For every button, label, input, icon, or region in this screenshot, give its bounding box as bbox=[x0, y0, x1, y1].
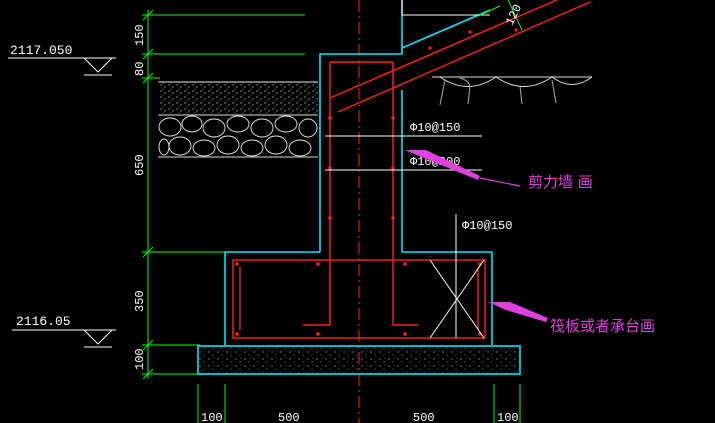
dim-150: 150 bbox=[133, 24, 147, 46]
annotation-arrow-raft bbox=[488, 302, 548, 322]
hdim-500-right: 500 bbox=[413, 411, 435, 423]
slope-dim: 120 bbox=[503, 2, 525, 28]
level-top-label: 2117.050 bbox=[10, 43, 72, 58]
annotation-arrow-wall bbox=[405, 150, 521, 187]
dim-100: 100 bbox=[133, 348, 147, 370]
hdim-100-left: 100 bbox=[201, 411, 223, 423]
annotation-wall: 剪力墙 画 bbox=[528, 173, 593, 191]
level-marker-top: 2117.050 bbox=[8, 43, 116, 76]
rebar-label-wall-1: Φ10@150 bbox=[410, 121, 460, 135]
hdim-500-left: 500 bbox=[278, 411, 300, 423]
blinding-concrete bbox=[199, 347, 519, 373]
slab-outline bbox=[401, 0, 490, 16]
level-marker-bottom: 2116.05 bbox=[12, 314, 116, 348]
hdim-100-right: 100 bbox=[497, 411, 519, 423]
concrete-outline bbox=[197, 0, 521, 375]
footing-cross-marker bbox=[429, 214, 485, 339]
dim-650: 650 bbox=[133, 154, 147, 176]
annotation-raft: 筏板或者承台画 bbox=[550, 317, 655, 335]
gravel-layer bbox=[158, 81, 318, 116]
rebar-dots bbox=[235, 28, 518, 336]
rebar-label-footing: Φ10@150 bbox=[462, 219, 512, 233]
horizontal-dimension-chain bbox=[197, 384, 521, 423]
earth-fill-hatch bbox=[432, 76, 593, 106]
dim-350: 350 bbox=[133, 290, 147, 312]
vertical-dimension-chain bbox=[142, 9, 305, 380]
level-bottom-label: 2116.05 bbox=[16, 314, 71, 329]
rubble-stone-layer bbox=[158, 115, 318, 158]
slab-dimension-lines bbox=[477, 0, 523, 31]
dim-80: 80 bbox=[133, 62, 147, 76]
rebar-cage bbox=[232, 0, 591, 339]
